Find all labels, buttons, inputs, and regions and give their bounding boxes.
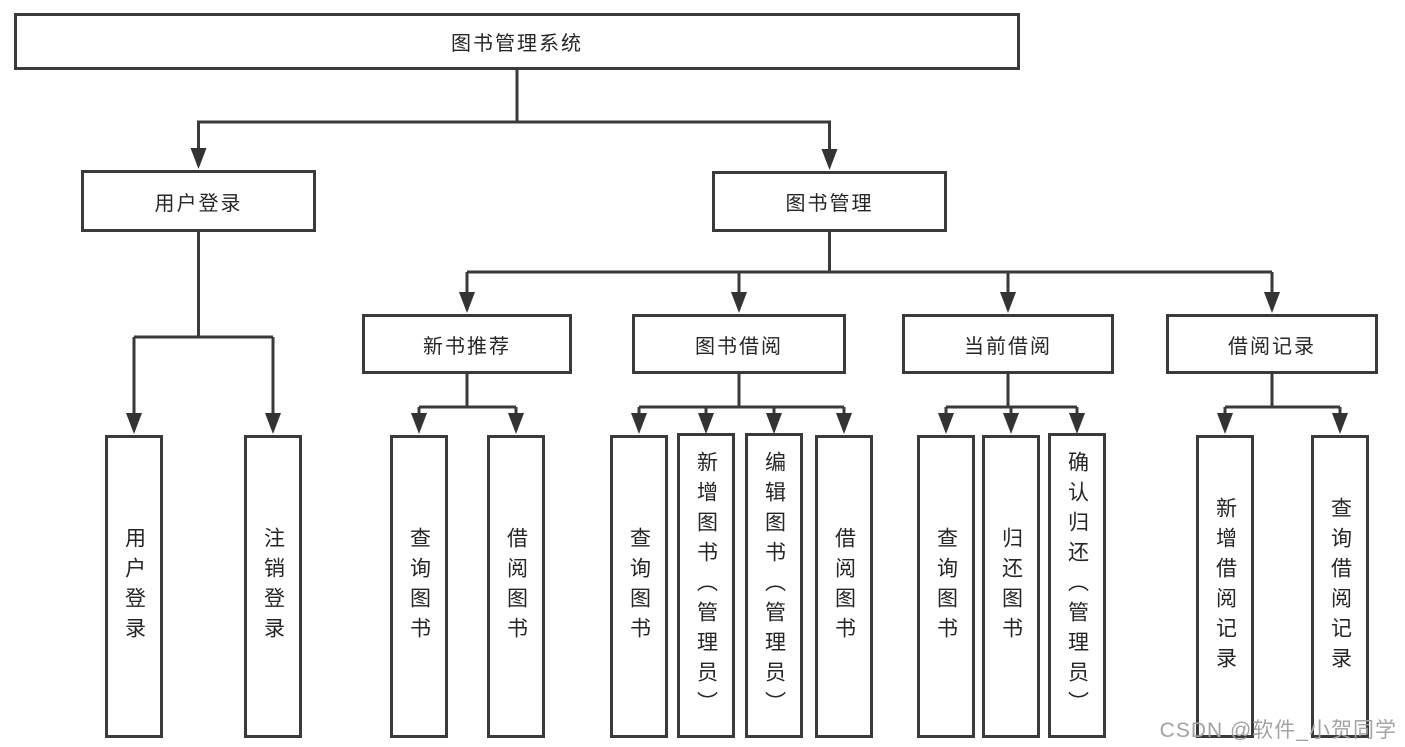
connector-current-to-leaves	[938, 374, 1085, 434]
node-current-borrow: 当前借阅	[902, 314, 1114, 374]
node-book-borrow: 图书借阅	[632, 314, 846, 374]
leaf-records-query-record: 查询借阅记录	[1311, 435, 1369, 738]
connector-root-to-level2	[190, 70, 838, 170]
connector-newbooks-to-leaves	[411, 374, 524, 434]
connector-borrow-to-leaves	[631, 374, 852, 434]
node-root: 图书管理系统	[14, 13, 1020, 70]
leaf-borrow-borrow-books: 借阅图书	[815, 435, 873, 738]
leaf-logout: 注销登录	[244, 435, 302, 738]
leaf-borrow-add-books-admin: 新增图书（管理员）	[677, 433, 735, 738]
connector-bookmgmt-to-level3	[459, 232, 1280, 313]
leaf-borrow-edit-books-admin: 编辑图书（管理员）	[745, 433, 803, 738]
node-borrow-records: 借阅记录	[1166, 314, 1378, 374]
connector-userlogin-to-leaves	[126, 232, 281, 434]
node-user-login: 用户登录	[81, 170, 316, 232]
leaf-newbooks-borrow-books: 借阅图书	[487, 435, 545, 738]
node-book-management: 图书管理	[712, 171, 947, 232]
node-new-book-recommend: 新书推荐	[362, 314, 572, 374]
leaf-newbooks-query-books: 查询图书	[390, 435, 448, 738]
leaf-borrow-query-books: 查询图书	[610, 435, 668, 738]
csdn-watermark: CSDN @软件_小贺同学	[1159, 719, 1397, 742]
leaf-current-return-books: 归还图书	[982, 435, 1040, 738]
leaf-current-confirm-return-admin: 确认归还（管理员）	[1048, 433, 1106, 738]
leaf-user-login: 用户登录	[105, 435, 163, 738]
leaf-records-add-record: 新增借阅记录	[1196, 435, 1254, 738]
leaf-current-query-books: 查询图书	[917, 435, 975, 738]
connector-records-to-leaves	[1217, 374, 1348, 434]
